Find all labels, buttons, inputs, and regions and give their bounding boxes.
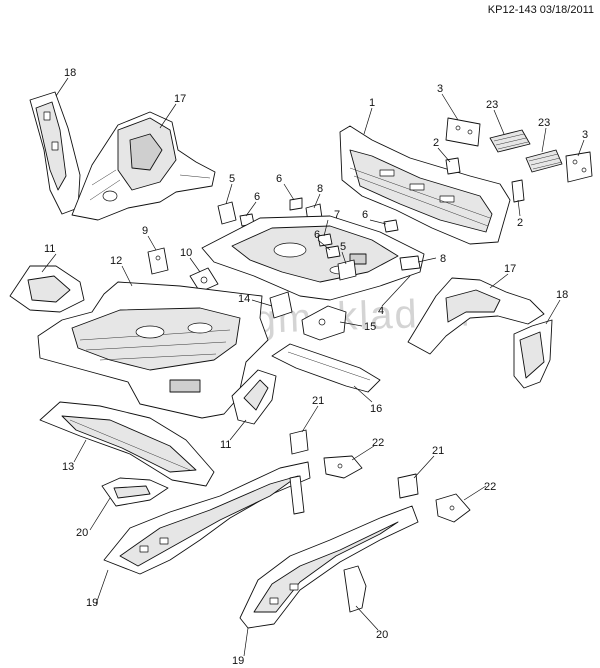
callout-8: 8 — [317, 183, 323, 195]
callout-20: 20 — [376, 629, 388, 641]
part-2-clip-upper[interactable] — [445, 157, 461, 175]
callout-23: 23 — [486, 99, 498, 111]
part-22-plate-left[interactable] — [323, 455, 363, 479]
callout-18: 18 — [556, 289, 568, 301]
part-6-clip-upper-mid[interactable] — [289, 197, 303, 211]
part-19-rail-right[interactable] — [239, 505, 419, 629]
part-18-right-rail[interactable] — [513, 319, 553, 389]
part-5-bracket-mid[interactable] — [337, 259, 357, 281]
part-12-main-floor-pan[interactable] — [37, 281, 269, 419]
callout-1: 1 — [369, 97, 375, 109]
part-5-bracket-upper[interactable] — [217, 201, 237, 225]
callout-17: 17 — [504, 263, 516, 275]
part-11-bracket-left[interactable] — [9, 265, 85, 313]
callout-7: 7 — [334, 209, 340, 221]
callout-11: 11 — [44, 243, 55, 255]
callout-19: 19 — [86, 597, 98, 609]
callout-12: 12 — [110, 255, 122, 267]
callout-11: 11 — [220, 439, 231, 451]
part-8-bracket-mid[interactable] — [399, 255, 421, 271]
part-9-bracket[interactable] — [147, 247, 169, 275]
leader-lines — [41, 77, 585, 657]
callout-19: 19 — [232, 655, 244, 667]
callout-5: 5 — [229, 173, 235, 185]
part-6-clip-right[interactable] — [383, 219, 399, 233]
part-21-bracket-right[interactable] — [397, 473, 419, 499]
part-3-bracket-left[interactable] — [445, 117, 481, 147]
part-21-bracket-left[interactable] — [289, 429, 309, 455]
callout-3: 3 — [437, 83, 443, 95]
part-11-bracket-center[interactable] — [231, 369, 277, 425]
callout-21: 21 — [432, 445, 444, 457]
callout-6: 6 — [314, 229, 320, 241]
callout-13: 13 — [62, 461, 74, 473]
callout-15: 15 — [364, 321, 376, 333]
callout-2: 2 — [517, 217, 523, 229]
callout-4: 4 — [378, 305, 384, 317]
part-14-bracket[interactable] — [269, 291, 293, 319]
part-rear-floor-pan[interactable] — [201, 215, 425, 301]
callout-6: 6 — [362, 209, 368, 221]
callout-5: 5 — [340, 241, 346, 253]
part-23-vent-right[interactable] — [525, 149, 563, 173]
part-17-wheelhouse-left[interactable] — [71, 111, 216, 221]
callout-20: 20 — [76, 527, 88, 539]
part-2-clip-lower[interactable] — [511, 179, 525, 203]
callout-6: 6 — [254, 191, 260, 203]
callout-10: 10 — [180, 247, 192, 259]
callout-9: 9 — [142, 225, 148, 237]
callout-17: 17 — [174, 93, 186, 105]
part-20-reinforcement-left[interactable] — [101, 477, 169, 507]
part-10-bracket[interactable] — [189, 267, 219, 293]
part-22-plate-right[interactable] — [435, 493, 471, 523]
callout-22: 22 — [484, 481, 496, 493]
part-18-left-rail[interactable] — [29, 91, 81, 215]
part-19-rail-left[interactable] — [103, 461, 311, 575]
callout-22: 22 — [372, 437, 384, 449]
part-15-panel[interactable] — [301, 305, 347, 341]
callout-8: 8 — [440, 253, 446, 265]
part-1-rear-end-panel[interactable] — [339, 125, 511, 245]
callout-3: 3 — [582, 129, 588, 141]
callout-2: 2 — [433, 137, 439, 149]
part-13-sill-panel[interactable] — [39, 401, 215, 487]
callout-14: 14 — [238, 293, 250, 305]
part-16-crossmember[interactable] — [271, 343, 381, 393]
callout-labels: 18 17 5 6 6 8 1 3 23 23 3 2 2 6 7 6 5 8 … — [44, 67, 588, 667]
callout-18: 18 — [64, 67, 76, 79]
part-6-clip-mid[interactable] — [325, 245, 341, 259]
callout-23: 23 — [538, 117, 550, 129]
callout-6: 6 — [276, 173, 282, 185]
diagram-reference: KP12-143 03/18/2011 — [487, 4, 594, 16]
callout-16: 16 — [370, 403, 382, 415]
part-23-vent-left[interactable] — [489, 129, 531, 153]
part-3-bracket-right[interactable] — [565, 151, 593, 183]
part-17-wheelhouse-right[interactable] — [407, 277, 545, 355]
callout-21: 21 — [312, 395, 324, 407]
part-20-reinforcement-right[interactable] — [343, 565, 367, 613]
